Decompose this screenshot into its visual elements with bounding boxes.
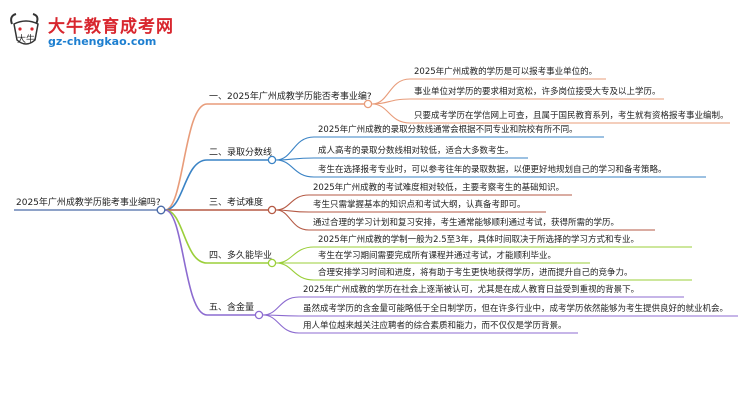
- leaf-connector: [262, 314, 300, 334]
- branch-connector: [164, 159, 208, 211]
- branch-node: [267, 258, 277, 268]
- leaf-label: 考生在选择报考专业时，可以参考往年的录取数据，以便更好地规划自己的学习和备考策略…: [318, 165, 667, 175]
- site-logo: 大牛 大牛教育成考网 gz-chengkao.com: [6, 10, 196, 54]
- leaf-connector: [275, 194, 310, 211]
- leaf-connector: [371, 98, 411, 105]
- logo-emblem-text: 大牛: [17, 33, 35, 45]
- logo-title: 大牛教育成考网: [48, 17, 174, 37]
- leaf-connector: [371, 78, 411, 105]
- leaf-label: 通过合理的学习计划和复习安排，考生通常能够顺利通过考试，获得所需的学历。: [313, 218, 620, 228]
- leaf-label: 2025年广州成教的学制一般为2.5至3年，具体时间取决于所选择的学习方式和专业…: [318, 235, 640, 245]
- leaf-label: 用人单位越来越关注应聘者的综合素质和能力，而不仅仅是学历背景。: [303, 321, 567, 331]
- root-node-label: 2025年广州成教学历能考事业编吗?: [16, 198, 161, 208]
- bull-emblem-icon: 大牛: [10, 13, 39, 45]
- leaf-connector: [275, 136, 315, 161]
- leaf-connector: [262, 296, 300, 316]
- root-node: [156, 205, 166, 215]
- branch-connector: [164, 209, 208, 316]
- leaf-label: 考生在学习期间需要完成所有课程并通过考试，才能顺利毕业。: [318, 251, 557, 261]
- branch-node: [267, 155, 277, 165]
- leaf-label: 只要成考学历在学信网上可查，且属于国民教育系列，考生就有资格报考事业编制。: [414, 111, 729, 121]
- leaf-label: 2025年广州成教的考试难度相对较低，主要考察考生的基础知识。: [313, 183, 565, 193]
- branch-label: 五、含金量: [209, 303, 255, 313]
- leaf-label: 2025年广州成教的学历在社会上逐渐被认可，尤其是在成人教育日益受到重视的背景下…: [303, 285, 640, 295]
- leaf-label: 考生只需掌握基本的知识点和考试大纲，认真备考即可。: [313, 200, 526, 210]
- leaf-connector: [275, 209, 310, 231]
- leaf-connector: [275, 246, 315, 264]
- branch-label: 一、2025年广州成教学历能否考事业编?: [209, 92, 372, 102]
- leaf-label: 合理安排学习时间和进度，将有助于考生更快地获得学历，进而提升自己的竞争力。: [318, 268, 633, 278]
- leaf-connector: [275, 262, 315, 281]
- branch-node: [267, 205, 277, 215]
- leaf-connector: [275, 159, 315, 178]
- leaf-connector: [371, 103, 411, 124]
- branch-label: 四、多久能毕业: [209, 251, 273, 261]
- leaf-label: 事业单位对学历的要求相对宽松，许多岗位接受大专及以上学历。: [414, 87, 661, 97]
- leaf-label: 2025年广州成教的录取分数线通常会根据不同专业和院校有所不同。: [318, 125, 578, 135]
- branch-connector: [164, 209, 208, 264]
- leaf-label: 成人高考的录取分数线相对较低，适合大多数考生。: [318, 146, 514, 156]
- branch-label: 三、考试难度: [209, 198, 264, 208]
- branch-node: [254, 310, 264, 320]
- branch-connector: [164, 103, 208, 211]
- branch-label: 二、录取分数线: [209, 148, 273, 158]
- logo-url: gz-chengkao.com: [48, 35, 157, 48]
- leaf-label: 2025年广州成教的学历是可以报考事业单位的。: [414, 67, 598, 77]
- branch-node: [363, 99, 373, 109]
- leaf-label: 虽然成考学历的含金量可能略低于全日制学历，但在许多行业中，成考学历依然能够为考生…: [303, 304, 729, 314]
